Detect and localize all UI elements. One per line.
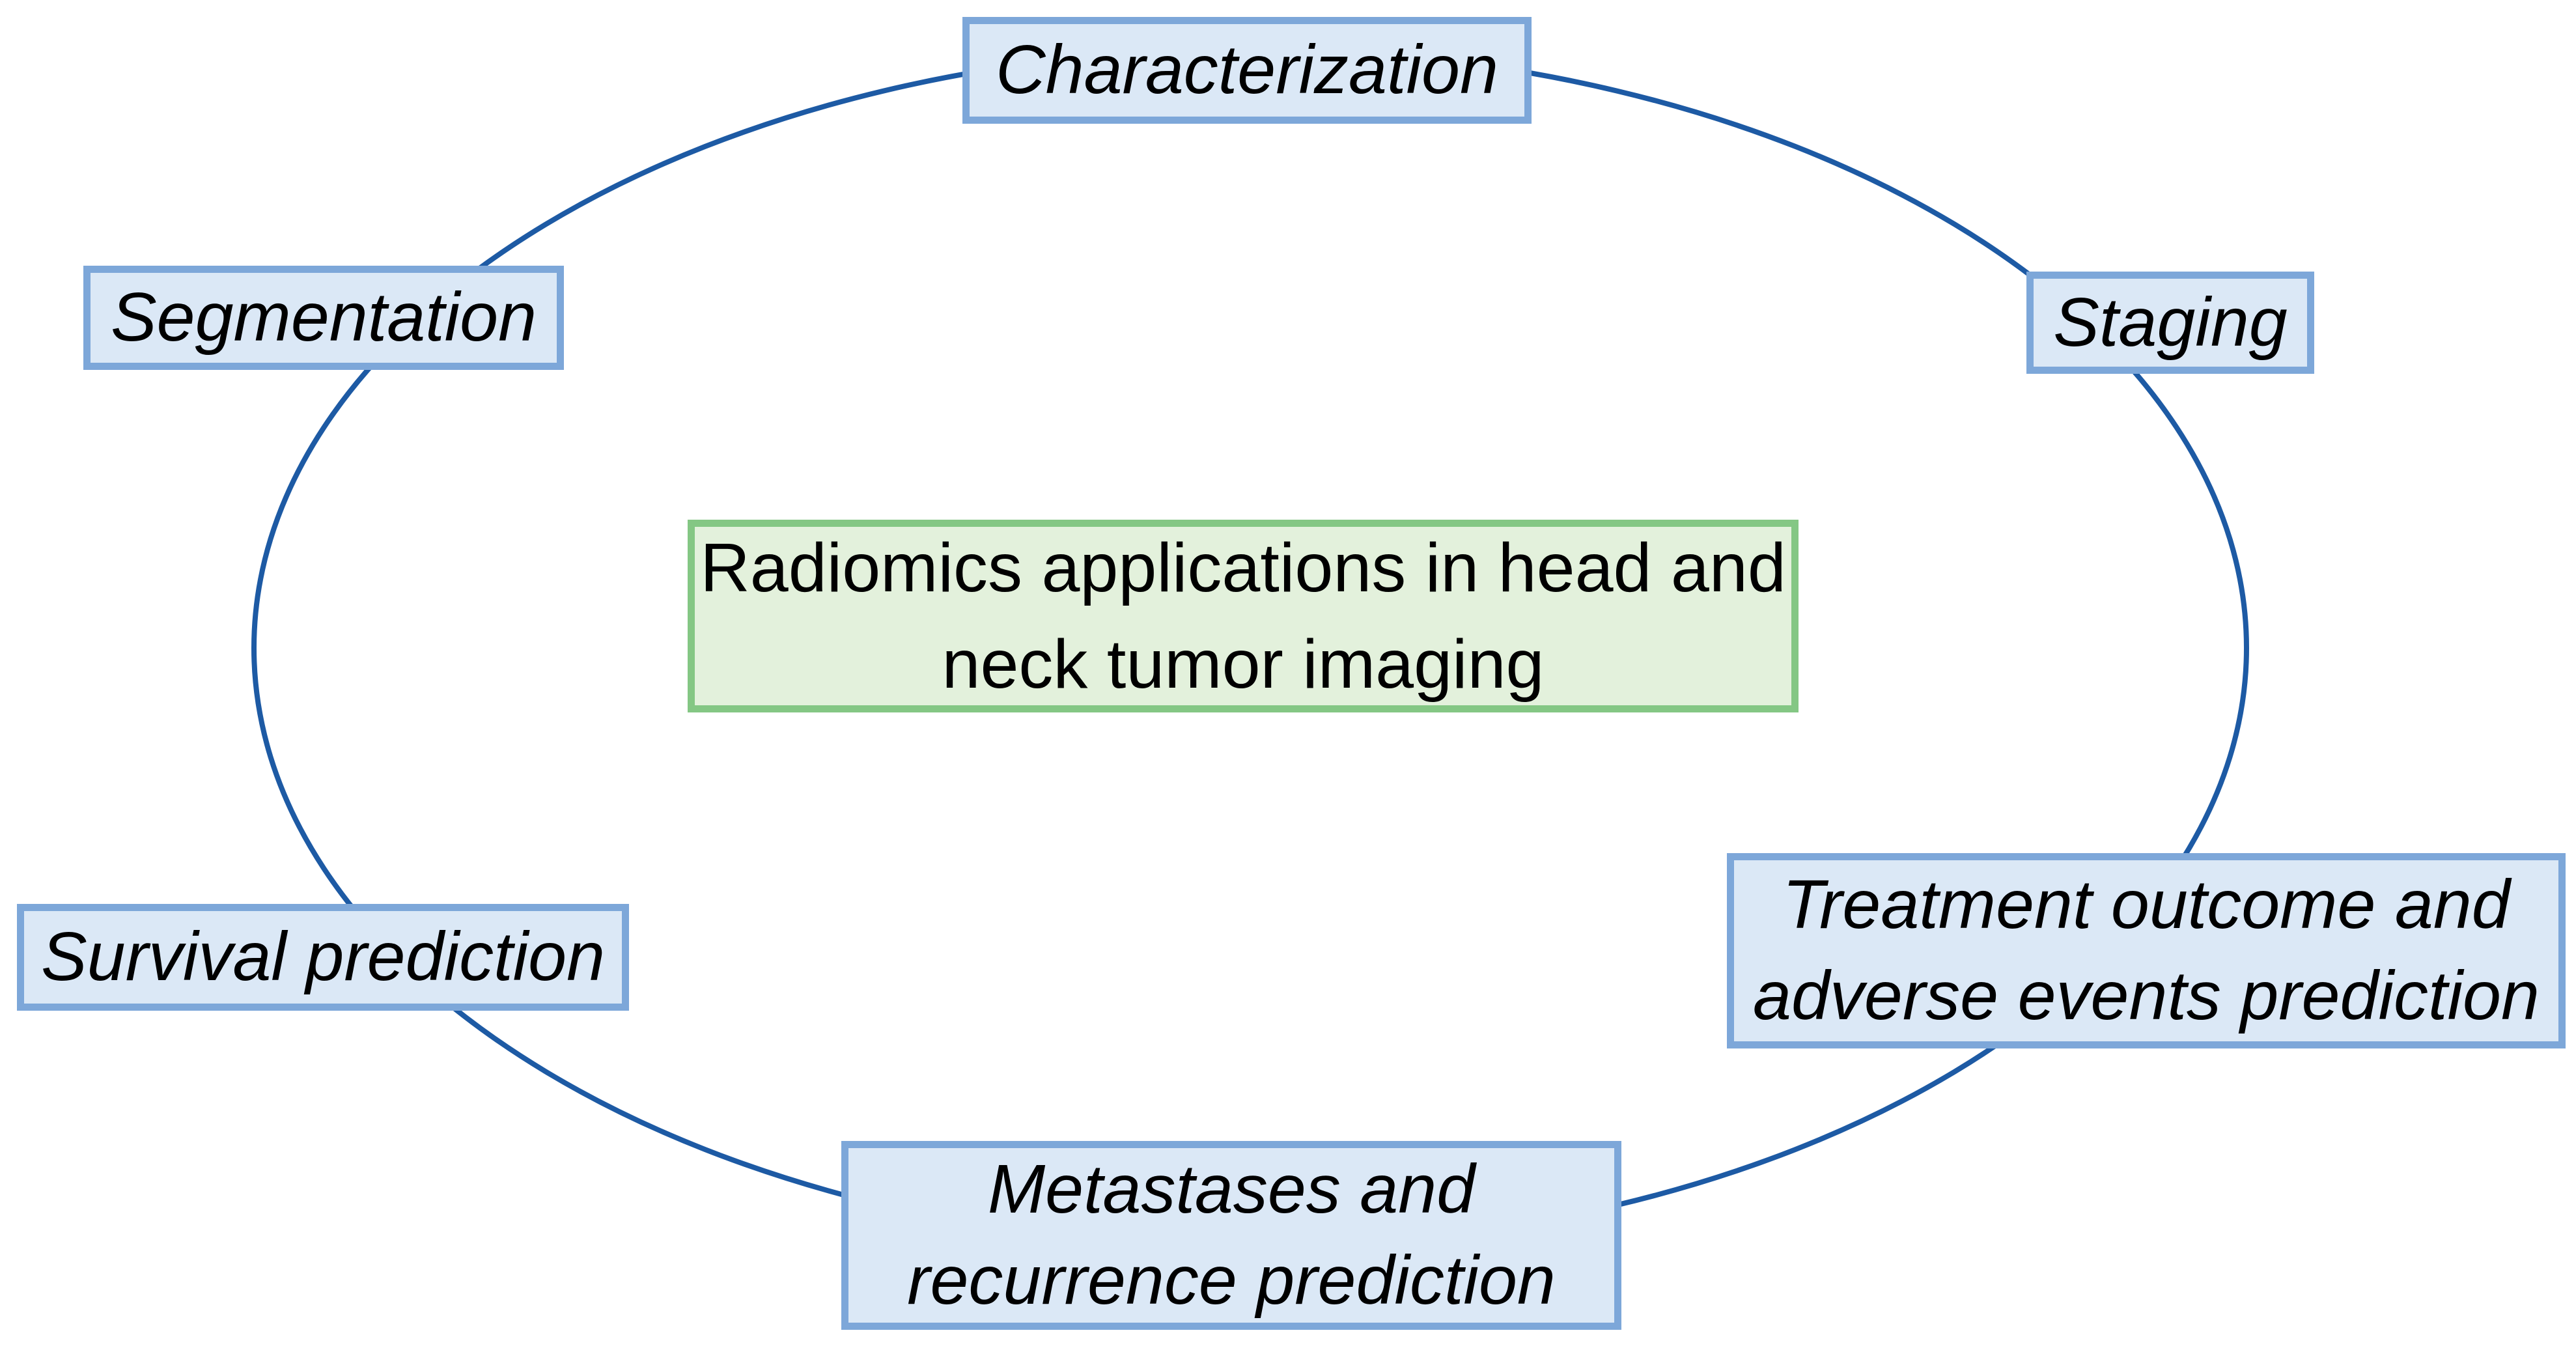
center-title-line: neck tumor imaging — [942, 626, 1545, 703]
node-characterization: Characterization — [962, 17, 1532, 124]
node-metastases-recurrence-prediction: Metastases and recurrence prediction — [841, 1141, 1621, 1330]
center-title-line: Radiomics applications in head and — [700, 529, 1786, 606]
node-staging: Staging — [2026, 272, 2314, 374]
node-treatment-outcome-prediction: Treatment outcome and adverse events pre… — [1727, 853, 2566, 1048]
node-label-line: Treatment outcome and — [1782, 866, 2510, 944]
node-label: Survival prediction — [40, 918, 606, 996]
center-title-box: Radiomics applications in head and neck … — [688, 520, 1799, 712]
node-survival-prediction: Survival prediction — [17, 904, 629, 1011]
node-segmentation: Segmentation — [83, 266, 564, 370]
node-label-line: recurrence prediction — [907, 1242, 1556, 1319]
node-label-line: adverse events prediction — [1753, 957, 2540, 1034]
node-label: Characterization — [996, 31, 1498, 109]
node-label-line: Metastases and — [987, 1151, 1476, 1228]
node-label: Staging — [2053, 283, 2288, 361]
node-label: Segmentation — [110, 279, 537, 356]
